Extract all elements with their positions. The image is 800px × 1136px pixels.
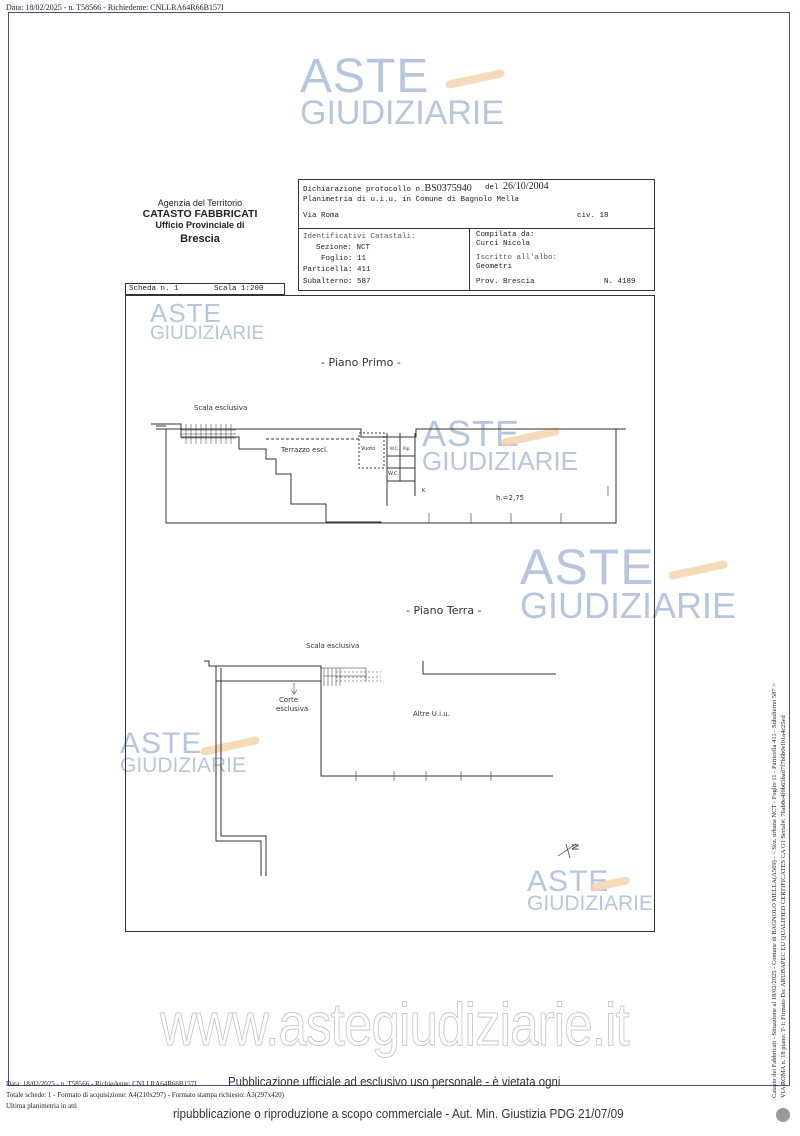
label-corte: esclusiva bbox=[276, 705, 309, 713]
publication-notice: ripubblicazione o riproduzione a scopo c… bbox=[173, 1106, 624, 1121]
side-cadastral-note: Catasto dei Fabbricati - Situazione al 1… bbox=[771, 683, 778, 1098]
label-altre-uiu: Altre U.i.u. bbox=[413, 710, 450, 718]
label-terrazzo: Terrazzo escl. bbox=[281, 446, 329, 454]
label-height: h.=2,75 bbox=[496, 494, 525, 502]
label-rip: Rip. bbox=[403, 446, 411, 451]
label-k: K. bbox=[422, 488, 427, 494]
declaration-box: Dichiarazione protocollo n.BS0375940 del… bbox=[298, 179, 655, 291]
site-watermark: www.astegiudiziarie.it bbox=[160, 991, 631, 1059]
label-wc: W.C. bbox=[388, 471, 400, 477]
label-scala-esclusiva: Scala esclusiva bbox=[306, 642, 360, 650]
piano-primo-title: - Piano Primo - bbox=[321, 356, 401, 369]
header-line: Data: 18/02/2025 - n. T58566 - Richieden… bbox=[6, 3, 224, 12]
floor-plan-area: - Piano Primo - Scala esclusiva Terrazzo… bbox=[125, 295, 655, 932]
scheda-box: Scheda n. 1 Scala 1:200 bbox=[125, 283, 285, 295]
side-signature-note: VIA ROMA n. 18 piano: T-1; Firmato Da: A… bbox=[780, 715, 787, 1098]
label-corte: Corte bbox=[279, 696, 299, 704]
footer-line: Ultima planimetria in atti bbox=[6, 1102, 77, 1110]
publication-notice: Pubblicazione ufficiale ad esclusivo uso… bbox=[228, 1074, 561, 1089]
floor-plan-drawing bbox=[151, 423, 626, 876]
label-vuoto: Vuoto bbox=[361, 446, 376, 452]
piano-terra-title: - Piano Terra - bbox=[406, 604, 482, 617]
north-arrow-icon: N bbox=[571, 843, 582, 851]
footer-line: Totale schede: 1 - Formato di acquisizio… bbox=[6, 1091, 284, 1099]
agency-block: Agenzia del Territorio CATASTO FABBRICAT… bbox=[142, 198, 258, 245]
label-scala-esclusiva: Scala esclusiva bbox=[194, 404, 248, 412]
footer-line: Data: 18/02/2025 - n. T58566 - Richieden… bbox=[6, 1080, 197, 1088]
seal-ribbon-icon bbox=[776, 1108, 790, 1122]
page-frame bbox=[8, 12, 790, 1086]
label-wc: W.C. bbox=[390, 446, 399, 451]
